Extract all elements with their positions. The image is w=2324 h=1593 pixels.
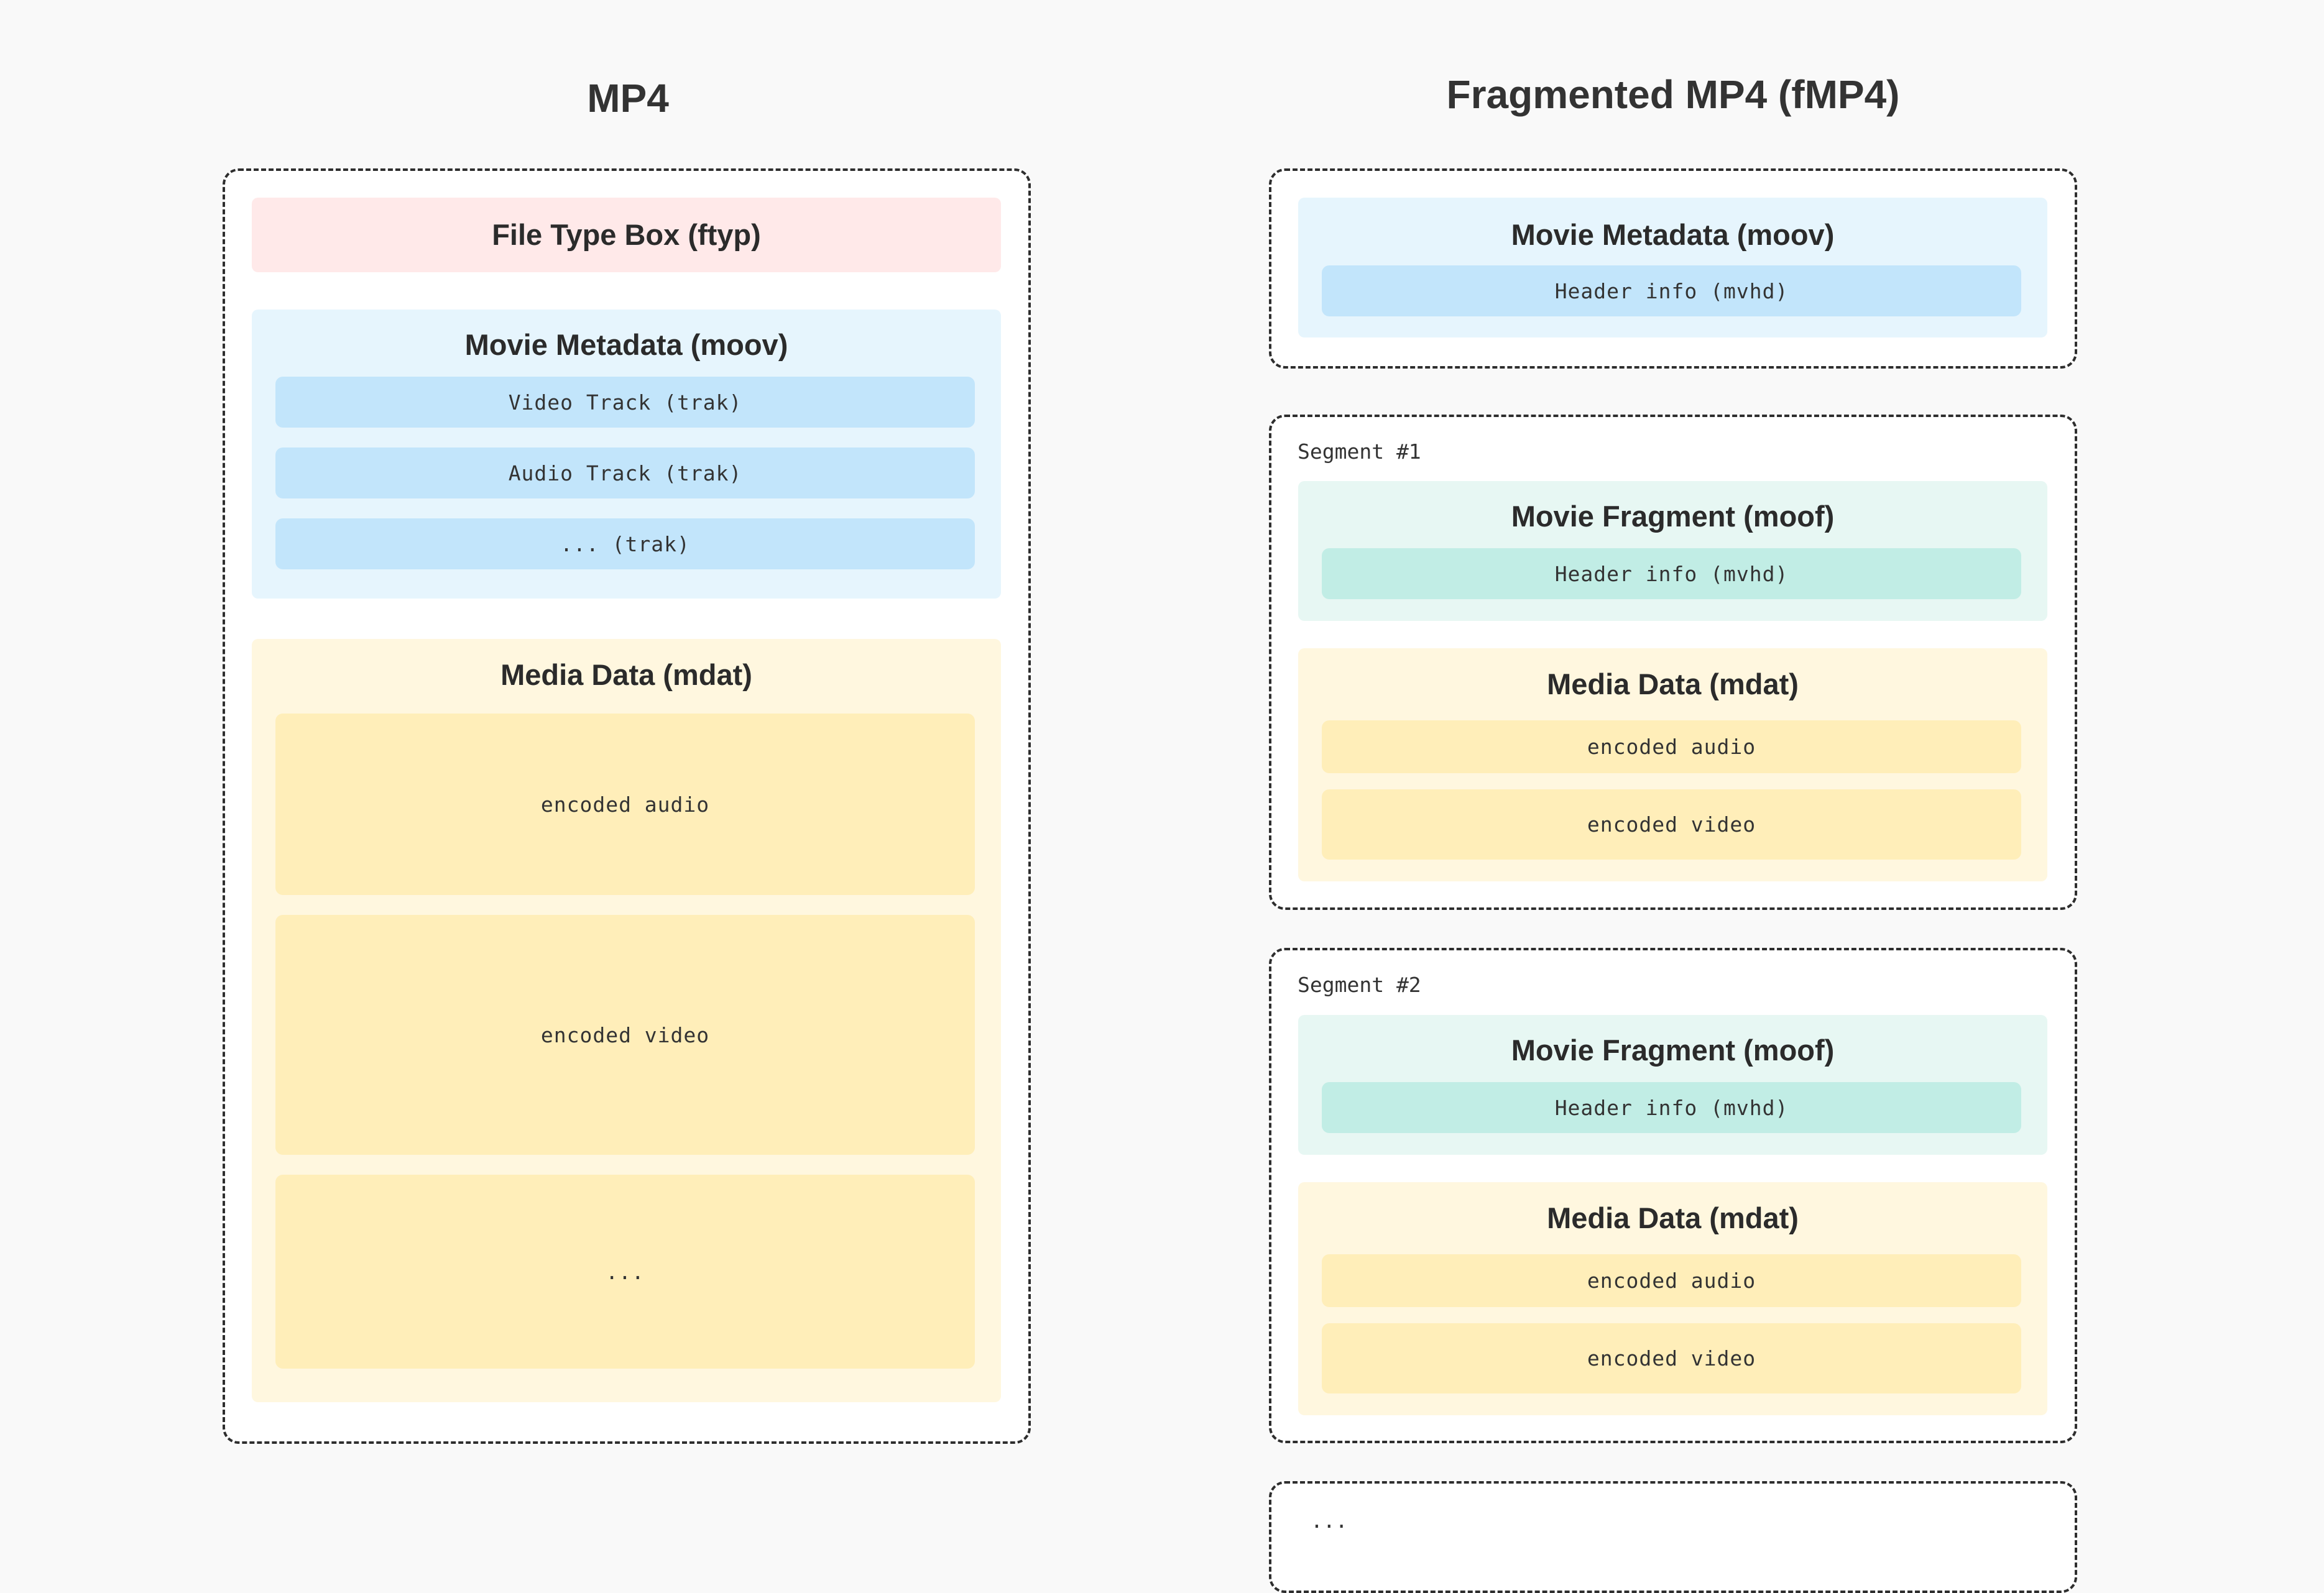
segment-2-encoded-audio: encoded audio bbox=[1322, 1254, 2021, 1307]
more-tracks-item: ... (trak) bbox=[275, 518, 975, 569]
fmp4-moov-title: Movie Metadata (moov) bbox=[1511, 218, 1835, 251]
mp4-mdat-title: Media Data (mdat) bbox=[500, 658, 752, 691]
segment-2-encoded-video: encoded video bbox=[1322, 1323, 2021, 1393]
segment-2-moof-title: Movie Fragment (moof) bbox=[1511, 1034, 1835, 1067]
audio-track-item: Audio Track (trak) bbox=[275, 448, 975, 498]
segment-1-mdat-box: Media Data (mdat) encoded audio encoded … bbox=[1298, 648, 2047, 881]
segment-1-label: Segment #1 bbox=[1298, 439, 1421, 464]
fmp4-moov-box: Movie Metadata (moov) Header info (mvhd) bbox=[1298, 198, 2047, 337]
mp4-moov-box: Movie Metadata (moov) Video Track (trak)… bbox=[252, 310, 1001, 599]
segment-1-encoded-video: encoded video bbox=[1322, 789, 2021, 860]
mp4-encoded-video: encoded video bbox=[275, 915, 975, 1155]
segment-1-moof-title: Movie Fragment (moof) bbox=[1511, 500, 1835, 533]
ftyp-box: File Type Box (ftyp) bbox=[252, 198, 1001, 272]
mp4-more-media: ... bbox=[275, 1175, 975, 1369]
ftyp-label: File Type Box (ftyp) bbox=[492, 218, 761, 251]
segment-1-encoded-audio: encoded audio bbox=[1322, 720, 2021, 773]
segment-1-moof-header: Header info (mvhd) bbox=[1322, 548, 2021, 599]
video-track-item: Video Track (trak) bbox=[275, 377, 975, 428]
segment-2-label: Segment #2 bbox=[1298, 973, 1421, 997]
segment-1-mdat-title: Media Data (mdat) bbox=[1547, 668, 1799, 700]
mp4-title: MP4 bbox=[587, 76, 669, 121]
more-segments-container bbox=[1269, 1481, 2077, 1593]
segment-2-mdat-box: Media Data (mdat) encoded audio encoded … bbox=[1298, 1182, 2047, 1415]
mp4-mdat-box: Media Data (mdat) encoded audio encoded … bbox=[252, 639, 1001, 1402]
segment-2-moof-box: Movie Fragment (moof) Header info (mvhd) bbox=[1298, 1015, 2047, 1155]
mp4-moov-title: Movie Metadata (moov) bbox=[464, 328, 788, 361]
more-segments-label: ... bbox=[1311, 1508, 1348, 1533]
segment-2-mdat-title: Media Data (mdat) bbox=[1547, 1201, 1799, 1234]
segment-1-moof-box: Movie Fragment (moof) Header info (mvhd) bbox=[1298, 481, 2047, 621]
fmp4-title: Fragmented MP4 (fMP4) bbox=[1446, 72, 1900, 117]
segment-2-moof-header: Header info (mvhd) bbox=[1322, 1082, 2021, 1133]
mp4-encoded-audio: encoded audio bbox=[275, 714, 975, 895]
fmp4-moov-header: Header info (mvhd) bbox=[1322, 265, 2021, 316]
